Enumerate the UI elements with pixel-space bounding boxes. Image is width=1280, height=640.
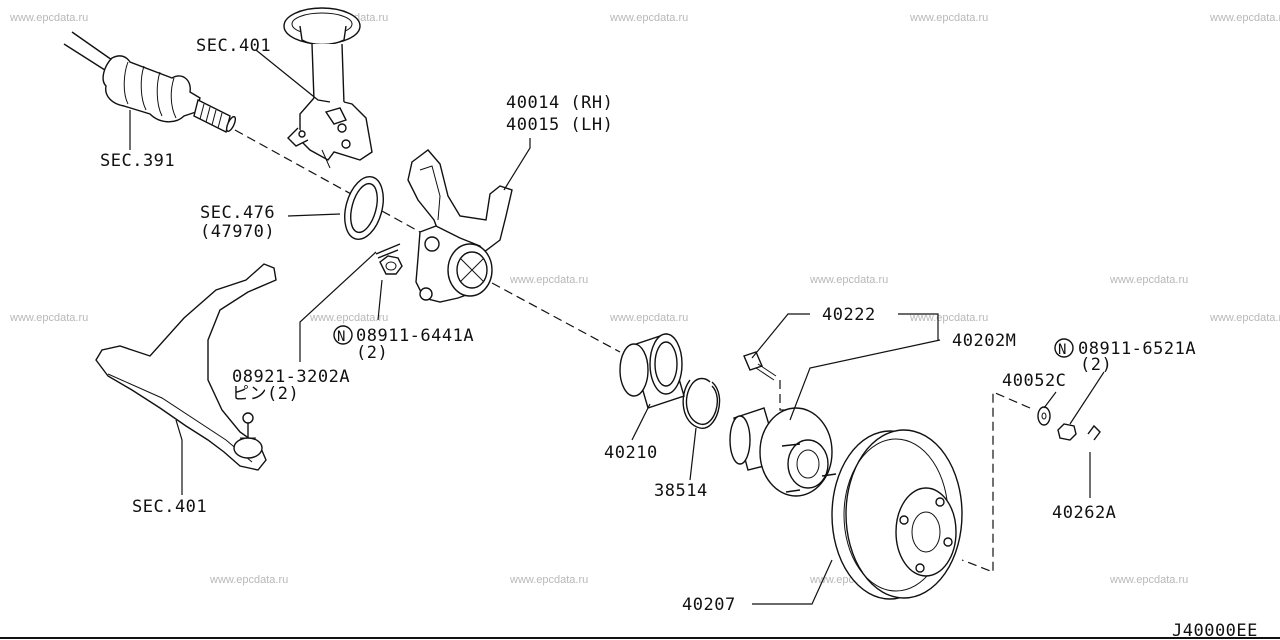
label-40014-rh[interactable]: 40014 (RH): [506, 93, 613, 113]
n-marker-left-text: N: [337, 329, 346, 345]
watermark: www.epcdata.ru: [609, 12, 688, 24]
hub-nut-set: [1037, 406, 1101, 441]
label-pin-qty: ピン(2): [232, 384, 299, 404]
watermark: www.epcdata.ru: [909, 312, 988, 324]
label-47970[interactable]: (47970): [200, 222, 275, 242]
watermark: www.epcdata.ru: [809, 274, 888, 286]
watermark: www.epcdata.ru: [509, 274, 588, 286]
label-08921-3202a[interactable]: 08921-3202A: [232, 367, 350, 387]
watermark: www.epcdata.ru: [509, 574, 588, 586]
label-08911-6441a[interactable]: 08911-6441A: [356, 326, 474, 346]
sensor-ring: [344, 176, 384, 240]
snap-ring: [682, 377, 721, 429]
label-08911-6521a[interactable]: 08911-6521A: [1078, 339, 1196, 359]
watermark: www.epcdata.ru: [309, 312, 388, 324]
watermark: www.epcdata.ru: [9, 12, 88, 24]
leader-lines: [129, 49, 1105, 605]
label-sec391[interactable]: SEC.391: [100, 151, 175, 171]
label-40207[interactable]: 40207: [682, 595, 736, 615]
watermark: www.epcdata.ru: [1109, 274, 1188, 286]
label-40202m[interactable]: 40202M: [952, 331, 1016, 351]
part-labels: SEC.401 SEC.391 40014 (RH) 40015 (LH) SE…: [100, 36, 1258, 640]
label-40262a[interactable]: 40262A: [1052, 503, 1116, 523]
pin-and-nut-left: [375, 243, 403, 275]
n-marker-right: [1054, 338, 1074, 358]
label-38514[interactable]: 38514: [654, 481, 708, 501]
brake-rotor: [831, 429, 963, 600]
watermark: www.epcdata.ru: [1209, 12, 1280, 24]
watermark: www.epcdata.ru: [609, 312, 688, 324]
label-40052c[interactable]: 40052C: [1002, 371, 1066, 391]
label-40210[interactable]: 40210: [604, 443, 658, 463]
strut-assembly: [283, 7, 373, 169]
label-sec401-bottom[interactable]: SEC.401: [132, 497, 207, 517]
watermark: www.epcdata.ru: [209, 574, 288, 586]
label-08911-6441a-qty: (2): [356, 343, 388, 363]
label-sec401-top[interactable]: SEC.401: [196, 36, 271, 56]
watermark: www.epcdata.ru: [9, 312, 88, 324]
watermark: www.epcdata.ru: [909, 12, 988, 24]
label-sec476[interactable]: SEC.476: [200, 203, 275, 223]
diagram-code: J40000EE: [1172, 621, 1258, 640]
steering-knuckle: [407, 149, 513, 303]
n-marker-right-text: N: [1058, 342, 1067, 358]
watermarks: www.epcdata.ru www.epcdata.ru www.epcdat…: [9, 12, 1280, 586]
label-08911-6521a-qty: (2): [1080, 355, 1112, 375]
label-40222[interactable]: 40222: [822, 305, 876, 325]
wheel-bearing: [619, 333, 685, 409]
watermark: www.epcdata.ru: [1109, 574, 1188, 586]
label-40015-lh[interactable]: 40015 (LH): [506, 115, 613, 135]
wheel-hub: [729, 351, 837, 497]
drive-shaft: [63, 31, 237, 134]
transverse-link: [95, 263, 277, 471]
watermark: www.epcdata.ru: [1209, 312, 1280, 324]
n-marker-left: [333, 325, 353, 345]
